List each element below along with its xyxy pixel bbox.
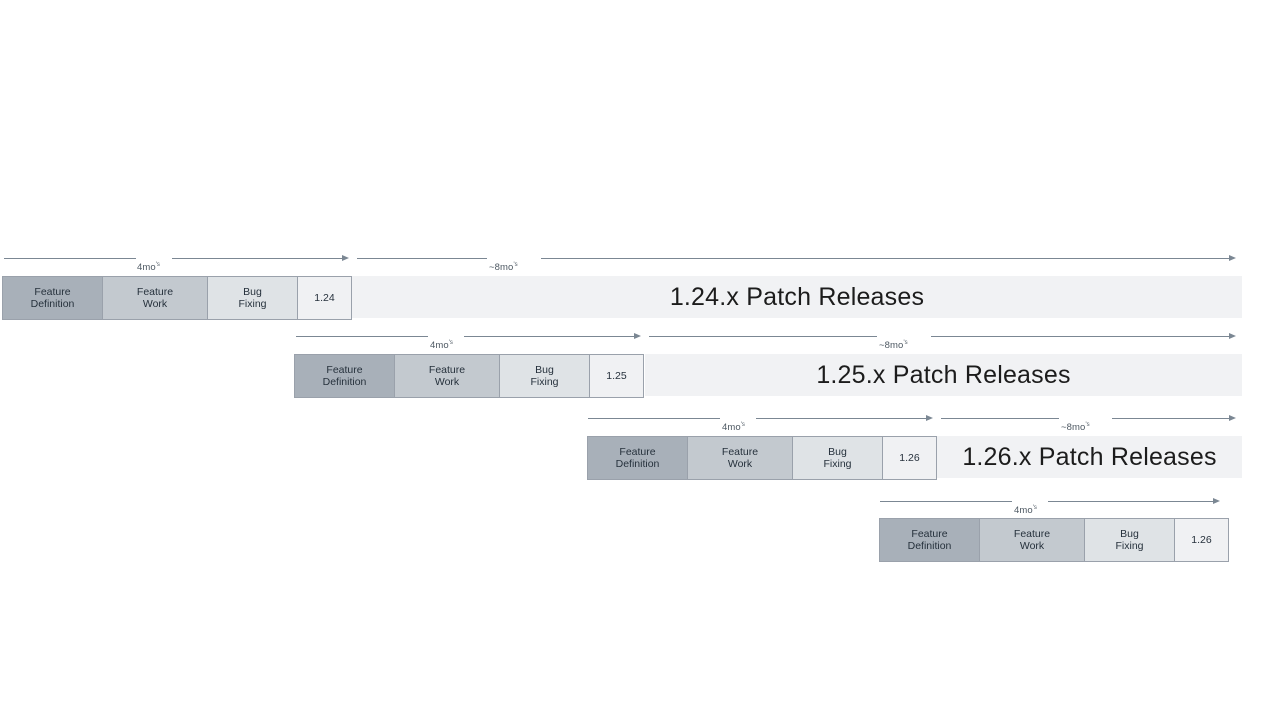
- phase-feature-work-126[interactable]: Feature Work: [687, 436, 792, 480]
- axis-segment-8mo-left-r2: [649, 336, 877, 337]
- duration-label-4mo-r3: 4mo's: [722, 422, 745, 433]
- duration-value: 4mo: [1014, 505, 1033, 517]
- phase-line-2: Definition: [615, 458, 660, 470]
- phase-line-1: Feature: [428, 363, 466, 376]
- phase-feature-definition-125[interactable]: Feature Definition: [294, 354, 394, 398]
- axis-segment-8mo-right-r3: [1112, 418, 1229, 419]
- phase-line-2: Fixing: [530, 376, 559, 388]
- patch-release-label-125: 1.25.x Patch Releases: [816, 360, 1071, 389]
- phase-line-2: Definition: [322, 376, 367, 388]
- duration-label-8mo-r3: ~8mo's: [1061, 422, 1090, 433]
- axis-segment-4mo-left-r1: [4, 258, 136, 259]
- axis-segment-4mo-left-r2: [296, 336, 428, 337]
- version-chip-125[interactable]: 1.25: [589, 354, 644, 398]
- phase-line-1: Feature: [136, 285, 174, 298]
- axis-arrowhead-4mo-r3: [926, 415, 933, 421]
- phase-track-124: Feature Definition Feature Work Bug Fixi…: [2, 276, 352, 320]
- axis-arrowhead-8mo-r1: [1229, 255, 1236, 261]
- phase-line-1: Bug: [828, 445, 847, 458]
- phase-track-126: Feature Definition Feature Work Bug Fixi…: [587, 436, 937, 480]
- phase-line-2: Fixing: [238, 298, 267, 310]
- phase-feature-definition-next[interactable]: Feature Definition: [879, 518, 979, 562]
- axis-segment-8mo-right-r1: [541, 258, 1229, 259]
- phase-line-2: Definition: [30, 298, 75, 310]
- version-chip-next[interactable]: 1.26: [1174, 518, 1229, 562]
- phase-line-2: Work: [727, 458, 753, 470]
- patch-release-bar-126: 1.26.x Patch Releases: [937, 436, 1242, 478]
- phase-line-1: Bug: [1120, 527, 1139, 540]
- version-chip-label: 1.24: [314, 291, 335, 304]
- patch-release-bar-124: 1.24.x Patch Releases: [352, 276, 1242, 318]
- duration-value: ~8mo: [1061, 422, 1086, 434]
- phase-line-2: Definition: [907, 540, 952, 552]
- patch-release-bar-125: 1.25.x Patch Releases: [645, 354, 1242, 396]
- phase-line-1: Feature: [619, 445, 656, 458]
- phase-line-2: Work: [434, 376, 460, 388]
- phase-line-2: Work: [1019, 540, 1045, 552]
- duration-suffix: 's: [155, 262, 160, 268]
- patch-release-label-124: 1.24.x Patch Releases: [669, 282, 925, 311]
- duration-value: 4mo: [137, 262, 156, 274]
- axis-arrowhead-4mo-r1: [342, 255, 349, 261]
- phase-line-1: Feature: [911, 527, 948, 540]
- duration-value: ~8mo: [879, 340, 904, 352]
- duration-value: 4mo: [430, 340, 449, 352]
- axis-arrowhead-4mo-r2: [634, 333, 641, 339]
- version-chip-label: 1.26: [899, 451, 920, 464]
- axis-segment-4mo-right-r1: [172, 258, 342, 259]
- duration-suffix: 's: [903, 340, 908, 346]
- version-chip-126[interactable]: 1.26: [882, 436, 937, 480]
- duration-suffix: 's: [1085, 422, 1090, 428]
- axis-segment-4mo-right-r3: [756, 418, 926, 419]
- duration-label-4mo-r1: 4mo's: [137, 262, 160, 273]
- patch-release-label-126: 1.26.x Patch Releases: [962, 442, 1217, 471]
- phase-bug-fixing-next[interactable]: Bug Fixing: [1084, 518, 1174, 562]
- phase-line-2: Fixing: [823, 458, 852, 470]
- axis-segment-4mo-left-r3: [588, 418, 720, 419]
- version-chip-124[interactable]: 1.24: [297, 276, 352, 320]
- axis-segment-8mo-right-r2: [931, 336, 1229, 337]
- duration-suffix: 's: [1032, 505, 1037, 511]
- phase-line-1: Feature: [34, 285, 71, 298]
- duration-value: ~8mo: [489, 262, 514, 274]
- version-chip-label: 1.26: [1191, 533, 1212, 546]
- phase-line-1: Feature: [1013, 527, 1051, 540]
- duration-label-8mo-r2: ~8mo's: [879, 340, 908, 351]
- axis-segment-8mo-left-r3: [941, 418, 1059, 419]
- phase-track-next: Feature Definition Feature Work Bug Fixi…: [879, 518, 1229, 562]
- axis-arrowhead-8mo-r2: [1229, 333, 1236, 339]
- phase-feature-work-125[interactable]: Feature Work: [394, 354, 499, 398]
- duration-suffix: 's: [448, 340, 453, 346]
- phase-feature-definition-126[interactable]: Feature Definition: [587, 436, 687, 480]
- phase-line-1: Feature: [721, 445, 759, 458]
- phase-track-125: Feature Definition Feature Work Bug Fixi…: [294, 354, 644, 398]
- phase-line-1: Bug: [535, 363, 554, 376]
- duration-suffix: 's: [740, 422, 745, 428]
- phase-bug-fixing-125[interactable]: Bug Fixing: [499, 354, 589, 398]
- duration-label-4mo-r4: 4mo's: [1014, 505, 1037, 516]
- duration-label-4mo-r2: 4mo's: [430, 340, 453, 351]
- axis-segment-4mo-left-r4: [880, 501, 1012, 502]
- duration-suffix: 's: [513, 262, 518, 268]
- duration-label-8mo-r1: ~8mo's: [489, 262, 518, 273]
- phase-feature-definition-124[interactable]: Feature Definition: [2, 276, 102, 320]
- axis-segment-8mo-left-r1: [357, 258, 487, 259]
- phase-feature-work-124[interactable]: Feature Work: [102, 276, 207, 320]
- phase-line-1: Bug: [243, 285, 262, 298]
- phase-bug-fixing-124[interactable]: Bug Fixing: [207, 276, 297, 320]
- axis-arrowhead-4mo-r4: [1213, 498, 1220, 504]
- axis-segment-4mo-right-r2: [464, 336, 634, 337]
- axis-segment-4mo-right-r4: [1048, 501, 1213, 502]
- phase-line-1: Feature: [326, 363, 363, 376]
- phase-bug-fixing-126[interactable]: Bug Fixing: [792, 436, 882, 480]
- phase-feature-work-next[interactable]: Feature Work: [979, 518, 1084, 562]
- version-chip-label: 1.25: [606, 369, 627, 382]
- phase-line-2: Work: [142, 298, 168, 310]
- phase-line-2: Fixing: [1115, 540, 1144, 552]
- axis-arrowhead-8mo-r3: [1229, 415, 1236, 421]
- duration-value: 4mo: [722, 422, 741, 434]
